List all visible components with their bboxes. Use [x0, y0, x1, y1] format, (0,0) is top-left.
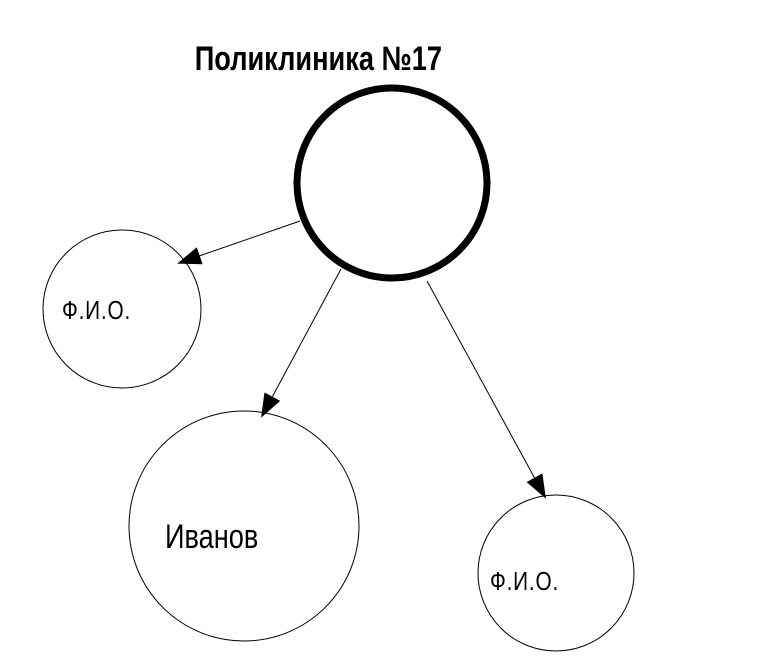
node-bottom-circle	[128, 410, 360, 642]
node-left: Ф.И.О.	[42, 229, 202, 389]
diagram-title: Поликлиника №17	[195, 39, 442, 78]
node-bottom: Иванов	[128, 410, 360, 642]
edge-root-to-right	[426, 280, 546, 499]
edge-root-to-left	[177, 220, 301, 265]
node-left-circle	[42, 229, 202, 389]
node-root-circle	[293, 84, 491, 282]
node-left-label: Ф.И.О.	[62, 296, 131, 325]
node-right-label: Ф.И.О.	[490, 567, 559, 596]
edge-root-to-bottom	[261, 268, 342, 418]
node-right-circle	[477, 494, 635, 652]
node-right: Ф.И.О.	[477, 494, 635, 652]
node-bottom-label: Иванов	[165, 517, 258, 556]
node-root	[293, 84, 491, 282]
